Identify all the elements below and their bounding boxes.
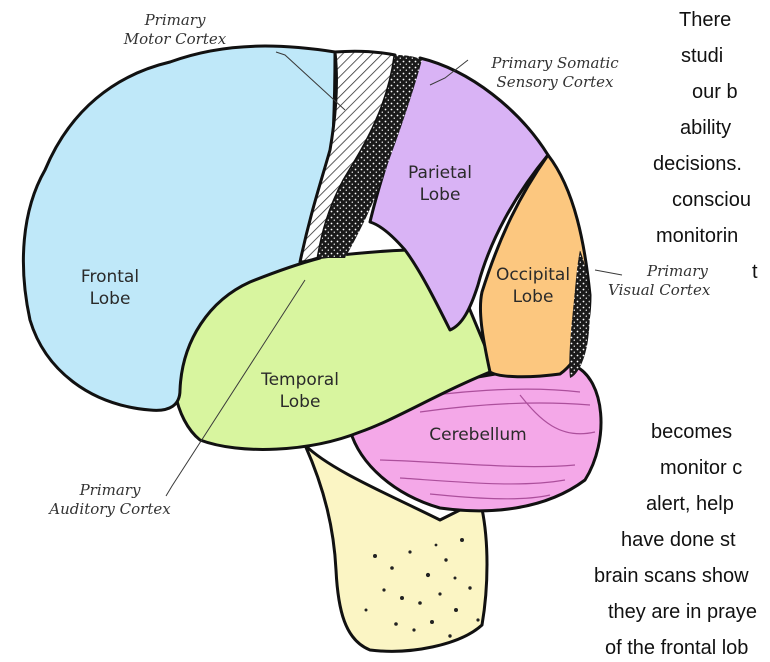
primary-motor-cortex-callout: PrimaryMotor Cortex	[123, 11, 227, 48]
text-line-top-6: consciou	[672, 188, 751, 212]
text-line-top-7: monitorin	[656, 224, 738, 248]
text-line-bottom-5: brain scans show	[594, 564, 749, 588]
text-line-bottom-3: alert, help	[646, 492, 734, 516]
text-line-top-4: ability	[680, 116, 731, 140]
primary-auditory-cortex-callout: PrimaryAuditory Cortex	[47, 481, 171, 518]
cerebellum-label: Cerebellum	[429, 425, 526, 445]
primary-visual-cortex-callout: PrimaryVisual Cortex	[608, 262, 711, 299]
text-line-top-5: decisions.	[653, 152, 742, 176]
text-line-bottom-1: becomes	[651, 420, 732, 444]
text-line-top-1: There	[679, 8, 731, 32]
text-line-top-2: studi	[681, 44, 723, 68]
text-line-bottom-7: of the frontal lob	[605, 636, 748, 660]
text-line-top-8: t	[752, 260, 758, 284]
text-line-top-3: our b	[692, 80, 738, 104]
text-line-bottom-4: have done st	[621, 528, 736, 552]
primary-somatic-sensory-cortex-callout: Primary SomaticSensory Cortex	[490, 54, 619, 91]
text-line-bottom-2: monitor c	[660, 456, 742, 480]
text-line-bottom-6: they are in praye	[608, 600, 757, 624]
